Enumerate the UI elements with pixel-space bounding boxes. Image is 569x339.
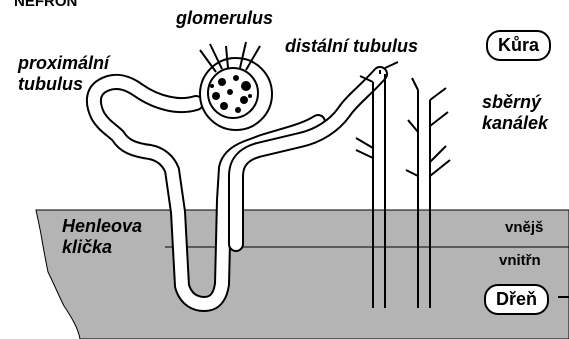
proximal-tubule-label-line2: tubulus: [18, 74, 109, 95]
medulla-region-label: Dřeň: [484, 284, 549, 315]
proximal-tubule-label-line1: proximální: [18, 53, 109, 74]
collecting-duct-label: sběrný kanálek: [482, 92, 548, 134]
glomerulus-label: glomerulus: [176, 8, 273, 29]
henle-loop-label-line2: klička: [62, 237, 142, 258]
outer-medulla-label: vnějš: [505, 219, 543, 237]
henle-loop-label-line1: Henleova: [62, 216, 142, 237]
cortex-region-label: Kůra: [486, 30, 551, 61]
inner-medulla-label: vnitřn: [499, 252, 541, 270]
collecting-duct-label-line1: sběrný: [482, 92, 548, 113]
henle-loop-label: Henleova klička: [62, 216, 142, 258]
distal-tubule-label: distální tubulus: [285, 36, 418, 57]
diagram-title: NEFRON: [14, 0, 77, 11]
collecting-duct-label-line2: kanálek: [482, 113, 548, 134]
proximal-tubule-label: proximální tubulus: [18, 53, 109, 95]
